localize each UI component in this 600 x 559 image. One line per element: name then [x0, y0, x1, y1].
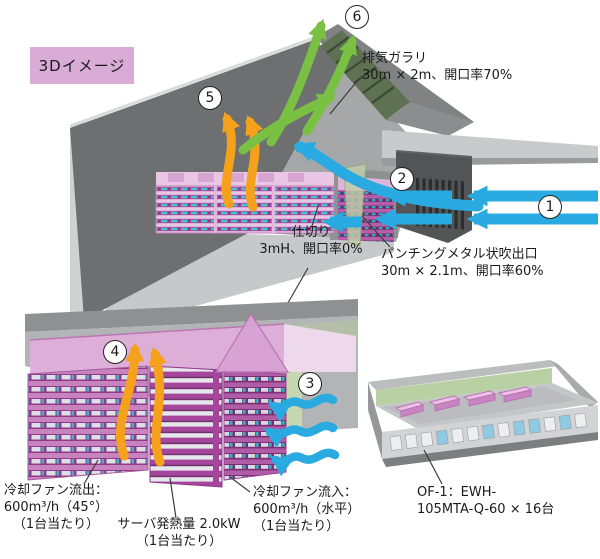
- intake-air-arrows: [293, 141, 598, 233]
- unit-front-panels: [389, 412, 588, 451]
- label-line: 3mH、開口率0%: [259, 242, 363, 257]
- label-punching-metal: パンチングメタル状吹出口 30m × 2.1m、開口率60%: [381, 246, 544, 280]
- hot-air-arrows: [221, 111, 264, 212]
- label-line: 30m × 2m、開口率70%: [362, 68, 513, 83]
- step-marker-5: 5: [198, 86, 222, 110]
- label-line: OF-1：EWH-: [417, 485, 497, 500]
- label-fan-inflow: 冷却ファン流入： 600m³/h（水平） （1台当たり）: [253, 484, 360, 535]
- rack-block-left: [27, 365, 149, 481]
- cool-air-arrows-detail: [263, 393, 340, 477]
- label-line: 600m³/h（水平）: [253, 502, 361, 517]
- label-line: パンチングメタル状吹出口: [381, 247, 538, 262]
- label-line: （1台当たり）: [253, 519, 340, 534]
- label-line: 排気ガラリ: [362, 51, 428, 66]
- unit-right-end: [550, 360, 598, 408]
- step-marker-3: 3: [298, 372, 322, 396]
- label-exhaust-louver: 排気ガラリ 30m × 2m、開口率70%: [362, 50, 512, 84]
- bottom-view-racks: [25, 299, 358, 519]
- leader-lines-bottom: [83, 459, 251, 519]
- roof-overhang: [382, 130, 598, 158]
- label-fan-outflow: 冷却ファン流出： 600m³/h（45°） （1台当たり）: [0, 482, 112, 533]
- label-line: サーバ発熱量 2.0kW: [117, 517, 241, 532]
- eave-wedge: [386, 102, 474, 136]
- ceiling-edge: [29, 323, 285, 341]
- view-badge: 3Dイメージ: [30, 47, 134, 84]
- step-marker-2: 2: [390, 167, 414, 191]
- fan-unit-view: [368, 360, 598, 485]
- rack-block-middle: [149, 365, 223, 488]
- label-line: 冷却ファン流入：: [253, 485, 358, 500]
- ceiling-band-light: [284, 324, 356, 372]
- unit-back-green: [376, 368, 552, 406]
- unit-back-wall: [368, 360, 558, 390]
- step-marker-6: 6: [345, 5, 369, 29]
- top-view-building: [69, 18, 598, 349]
- label-line: 105MTA-Q-60 × 16台: [417, 502, 555, 517]
- roof-ridge: [69, 36, 315, 128]
- label-line: 仕切り: [291, 225, 331, 240]
- unit-skirt: [382, 432, 598, 467]
- backdrop-dark: [25, 299, 358, 332]
- exhaust-air-arrows: [238, 18, 357, 155]
- step-marker-1: 1: [538, 195, 562, 219]
- label-line: （1台当たり）: [12, 517, 100, 532]
- unit-pink-fans: [394, 386, 533, 418]
- label-line: 30m × 2.1m、開口率60%: [381, 264, 544, 279]
- step-marker-4: 4: [103, 340, 127, 364]
- unit-leader-line: [423, 449, 443, 485]
- label-line: （1台当たり）: [135, 534, 223, 549]
- partition-triangle: [214, 312, 290, 373]
- label-server-heat: サーバ発熱量 2.0kW （1台当たり）: [108, 516, 250, 550]
- label-line: 600m³/h（45°）: [3, 500, 109, 515]
- label-partition: 仕切り 3mH、開口率0%: [252, 224, 370, 258]
- label-line: 冷却ファン流出：: [3, 483, 108, 498]
- label-unit-model: OF-1：EWH- 105MTA-Q-60 × 16台: [417, 484, 554, 518]
- unit-left-end: [368, 382, 382, 459]
- hot-air-arrows-detail: [115, 342, 168, 467]
